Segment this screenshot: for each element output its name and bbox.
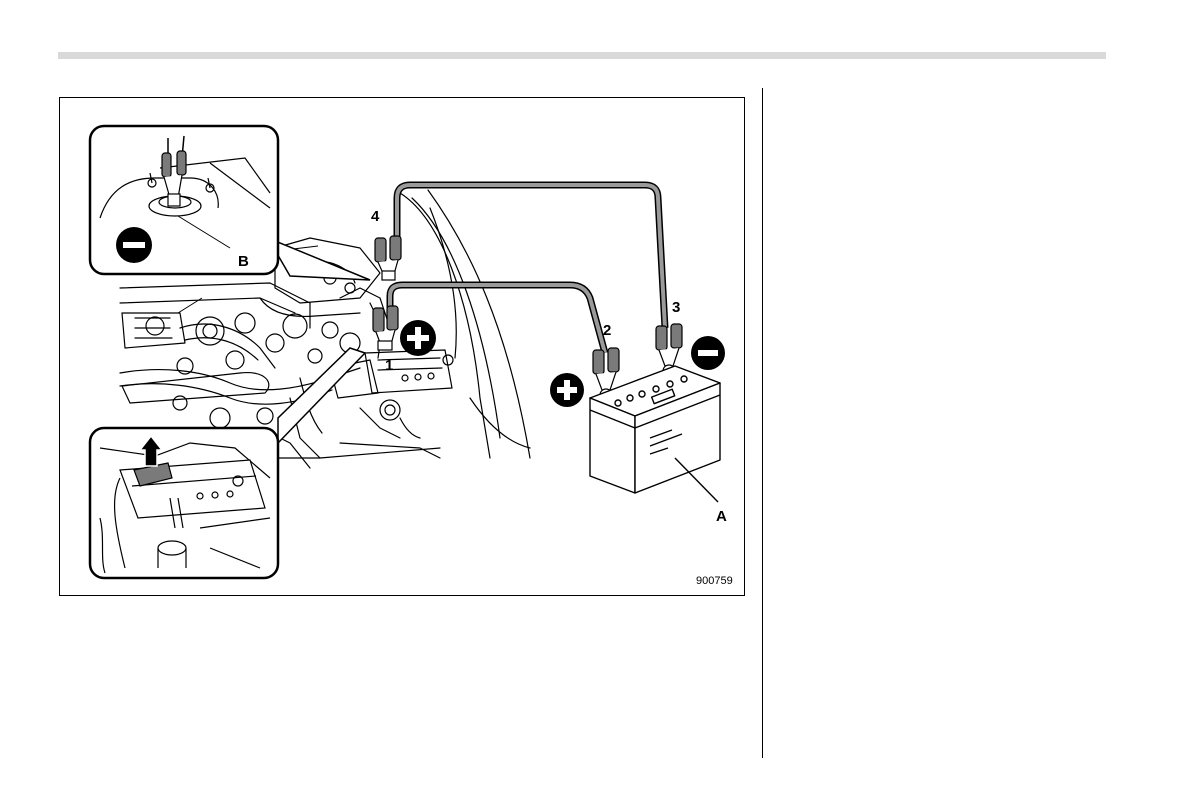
- header-rule: [58, 52, 1106, 59]
- minus-circle-icon: [691, 336, 725, 370]
- plus-circle-icon: [550, 373, 584, 407]
- callout-A-label: A: [716, 508, 727, 525]
- callout-4-label: 4: [371, 208, 380, 225]
- callout-3-label: 3: [672, 299, 680, 316]
- jump-start-illustration: 4 1 2 3 A B 900759: [59, 97, 745, 596]
- callout-1-label: 1: [385, 357, 393, 374]
- callout-B-label: B: [238, 253, 249, 270]
- inset-ground-point-B: [90, 126, 370, 280]
- minus-circle-icon: [116, 227, 152, 263]
- figure-id: 900759: [696, 575, 733, 587]
- negative-jumper-cable: [397, 185, 665, 328]
- clamp-4-ground: [375, 236, 401, 280]
- plus-circle-icon: [400, 320, 436, 356]
- column-divider: [762, 88, 763, 758]
- callout-2-label: 2: [603, 322, 611, 339]
- clamp-1-positive: [373, 306, 398, 350]
- illustration-canvas: 4 1 2 3 A B 900759: [60, 98, 745, 596]
